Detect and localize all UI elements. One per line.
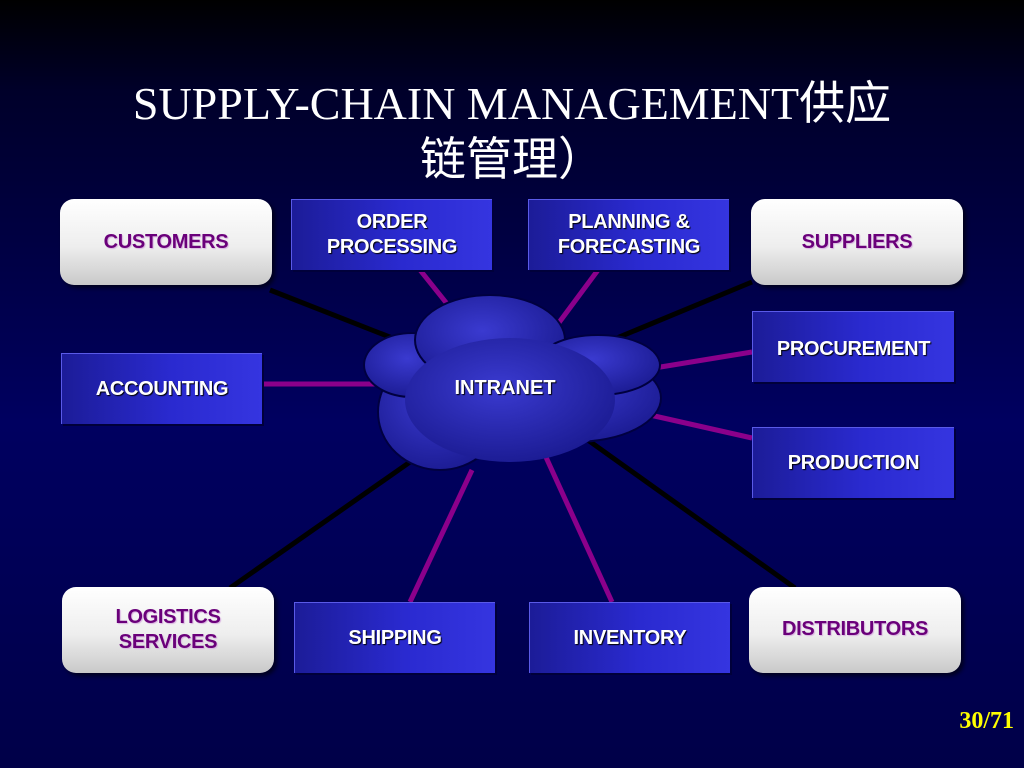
connector-shipping	[407, 468, 475, 604]
connector-production	[649, 412, 753, 441]
node-distributors: DISTRIBUTORS	[749, 587, 961, 673]
connector-suppliers	[599, 279, 753, 348]
node-suppliers: SUPPLIERS	[751, 199, 963, 285]
connector-inventory	[542, 453, 615, 604]
connector-logistics	[228, 459, 412, 591]
node-inventory: INVENTORY	[529, 602, 730, 673]
node-production: PRODUCTION	[752, 427, 954, 498]
intranet-cloud-icon	[363, 294, 662, 471]
node-logistics-services: LOGISTICS SERVICES	[62, 587, 274, 673]
connector-customers	[269, 287, 411, 348]
node-planning-forecasting: PLANNING & FORECASTING	[528, 199, 729, 270]
node-customers: CUSTOMERS	[60, 199, 272, 285]
page-number: 30/71	[959, 708, 1014, 734]
node-procurement: PROCUREMENT	[752, 311, 954, 382]
intranet-label: INTRANET	[454, 377, 555, 399]
connector-distributors	[583, 435, 797, 591]
node-accounting: ACCOUNTING	[61, 353, 262, 424]
slide-title: SUPPLY-CHAIN MANAGEMENT供应 链管理）	[132, 78, 892, 185]
node-shipping: SHIPPING	[294, 602, 495, 673]
node-order-processing: ORDER PROCESSING	[291, 199, 492, 270]
